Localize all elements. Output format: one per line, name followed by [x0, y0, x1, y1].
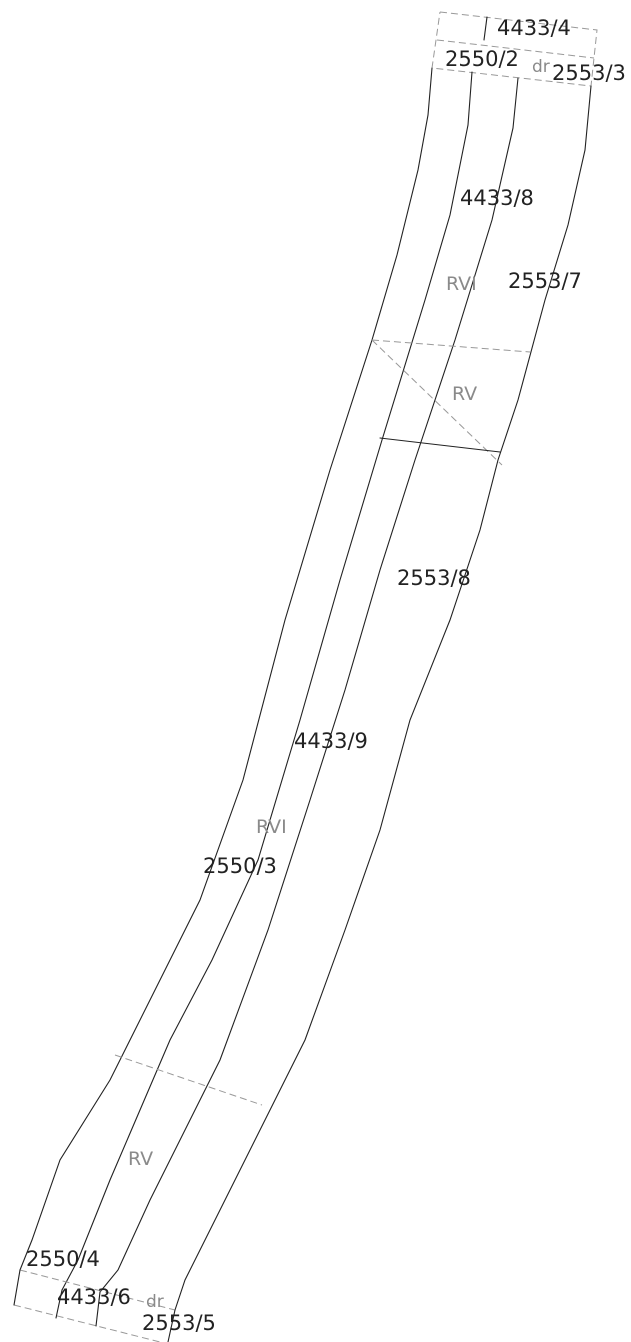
label-dr-bottom: dr: [146, 1292, 164, 1312]
bottom-parcel-frame: [13, 1269, 176, 1342]
label-2553-3: 2553/3: [552, 61, 626, 85]
label-4433-9: 4433/9: [294, 729, 368, 753]
rv-crossing-zone: [371, 339, 531, 466]
label-4433-8: 4433/8: [460, 186, 534, 210]
label-2550-2: 2550/2: [445, 47, 519, 71]
parcel-labels: 4433/4 2550/2 dr 2553/3 4433/8 RVI 2553/…: [26, 16, 626, 1335]
label-2553-5: 2553/5: [142, 1311, 216, 1335]
label-rvi-middle: RVI: [256, 816, 287, 838]
label-rv-bottom: RV: [128, 1148, 153, 1170]
label-dr-top: dr: [532, 57, 550, 77]
label-2550-4: 2550/4: [26, 1247, 100, 1271]
label-2553-8: 2553/8: [397, 566, 471, 590]
lower-rv-boundary: [114, 1054, 263, 1106]
label-4433-6: 4433/6: [57, 1285, 131, 1309]
label-4433-4: 4433/4: [497, 16, 571, 40]
label-rvi-top: RVI: [446, 273, 477, 295]
label-rv-top: RV: [452, 383, 477, 405]
strip-boundaries: [19, 67, 592, 1311]
label-2553-7: 2553/7: [508, 269, 582, 293]
label-2550-3: 2550/3: [203, 854, 277, 878]
